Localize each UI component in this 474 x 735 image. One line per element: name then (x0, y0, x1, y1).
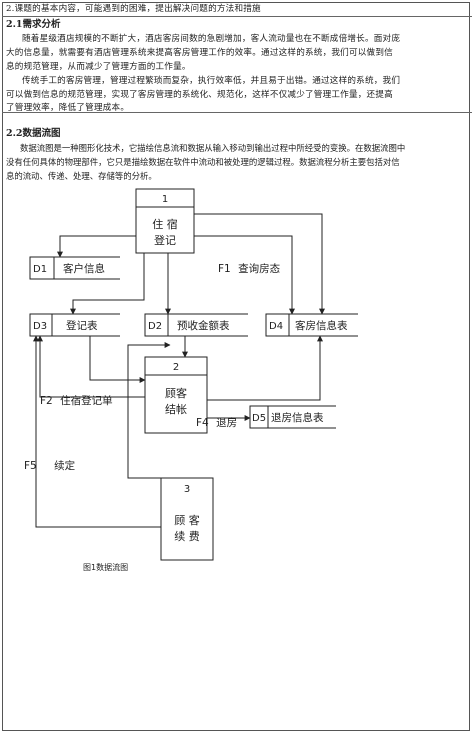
section-header: 2.课题的基本内容，可能遇到的困难，提出解决问题的方法和措施 (6, 4, 261, 14)
flow-label-f2: F2 住宿登记单 (40, 394, 113, 407)
store-id: D5 (252, 413, 266, 424)
flow-p1-to-d4-second (194, 213, 325, 315)
store-name: 客房信息表 (295, 319, 348, 332)
process-3-renewal: 3 顾 客 续 费 (160, 477, 214, 561)
store-id: D1 (33, 264, 47, 275)
flow-p1-to-d1 (57, 235, 136, 258)
flow-p3-to-d3 (33, 335, 161, 528)
heading-requirements: 2.1需求分析 (6, 19, 61, 30)
store-name: 登记表 (66, 319, 98, 332)
process-1-checkin: 1 住 宿 登记 (135, 188, 195, 254)
process-label: 结帐 (165, 403, 187, 416)
paragraph-line: 没有任何具体的物理部件，它只是描绘数据在软件中流动和被处理的逻辑过程。数据流程分… (6, 157, 400, 167)
store-d3: D3 登记表 (29, 313, 120, 337)
divider (2, 16, 472, 17)
flow-p2-to-d3 (37, 335, 145, 398)
process-label: 顾 客 (174, 513, 200, 527)
flow-p1-to-d3 (70, 253, 145, 315)
store-d1: D1 客户信息 (29, 256, 120, 280)
flow-label-f4: F4 退房 (196, 416, 237, 429)
process-number: 2 (173, 362, 179, 373)
process-label: 续 费 (174, 529, 200, 543)
heading-dataflow: 2.2数据流图 (6, 128, 61, 139)
store-name: 客户信息 (63, 262, 105, 275)
paragraph-line: 了管理效率，降低了管理成本。 (6, 103, 130, 113)
process-number: 1 (162, 194, 168, 205)
process-label: 住 宿 (152, 217, 178, 231)
store-name: 退房信息表 (271, 411, 324, 424)
paragraph-line: 传统手工的客房管理，管理过程繁琐而复杂，执行效率低，并且易于出错。通过这样的系统… (22, 76, 401, 86)
paragraph-line: 数据流图是一种图形化技术，它描绘信息流和数据从输入移动到输出过程中所经受的变换。… (20, 143, 406, 153)
paragraph-line: 随着星级酒店规模的不断扩大，酒店客房间数的急剧增加，客人流动量也在不断成倍增长。… (22, 34, 401, 44)
process-2-checkout: 2 顾客 结帐 (144, 356, 208, 434)
flow-d3-to-p2 (89, 336, 146, 383)
document-frame (2, 2, 470, 731)
store-id: D2 (148, 321, 162, 332)
store-d5: D5 退房信息表 (249, 405, 336, 429)
flow-p2-to-d4 (207, 335, 323, 401)
store-id: D4 (269, 321, 283, 332)
store-name: 预收金额表 (177, 319, 230, 332)
figure-caption: 图1数据流图 (83, 563, 129, 572)
flow-label-f1: F1 查询房态 (218, 262, 281, 275)
paragraph-line: 息的规范管理，从而减少了管理方面的工作量。 (6, 62, 191, 72)
paragraph-line: 息的流动、传递、处理、存储等的分析。 (6, 171, 157, 181)
process-number: 3 (184, 484, 190, 495)
divider (2, 112, 472, 113)
store-d2: D2 预收金额表 (144, 313, 248, 337)
flow-label-f5: F5 续定 (24, 459, 76, 472)
store-id: D3 (33, 321, 47, 332)
process-label: 登记 (154, 233, 176, 247)
flow-p3-to-d2 (127, 342, 171, 479)
paragraph-line: 大的信息量，就需要有酒店管理系统来提高客房管理工作的效率。通过这样的系统，我们可… (6, 48, 393, 58)
store-d4: D4 客房信息表 (265, 313, 358, 337)
process-label: 顾客 (165, 386, 187, 400)
flow-p1-to-d4 (194, 235, 295, 315)
paragraph-line: 可以做到信息的规范管理，实现了客房管理的系统化、规范化，这样不仅减少了管理工作量… (6, 90, 393, 100)
